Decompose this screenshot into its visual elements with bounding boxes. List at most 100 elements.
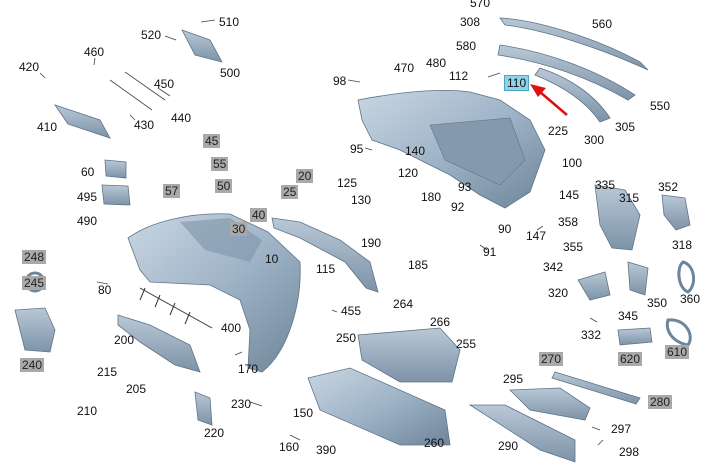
part-label-400[interactable]: 400 (221, 321, 242, 335)
part-label-260[interactable]: 260 (424, 436, 445, 450)
part-label-225[interactable]: 225 (548, 124, 569, 138)
part-label-410[interactable]: 410 (37, 120, 58, 134)
part-label-266[interactable]: 266 (430, 315, 451, 329)
part-label-308[interactable]: 308 (460, 15, 481, 29)
part-label-495[interactable]: 495 (77, 190, 98, 204)
part-label-145[interactable]: 145 (559, 188, 580, 202)
part-bracket-60[interactable] (104, 159, 127, 179)
part-label-298[interactable]: 298 (619, 445, 640, 459)
part-label-205[interactable]: 205 (126, 382, 147, 396)
part-label-510[interactable]: 510 (219, 15, 240, 29)
part-spoiler-560[interactable] (499, 17, 649, 71)
part-label-490[interactable]: 490 (77, 214, 98, 228)
part-label-332[interactable]: 332 (581, 328, 602, 342)
part-label-295[interactable]: 295 (503, 372, 524, 386)
part-label-140[interactable]: 140 (405, 144, 426, 158)
part-spoiler-550[interactable] (497, 44, 636, 101)
part-label-90[interactable]: 90 (498, 222, 512, 236)
part-bracket-620[interactable] (617, 327, 653, 346)
part-label-112[interactable]: 112 (449, 69, 469, 83)
part-label-352[interactable]: 352 (658, 180, 679, 194)
part-label-450[interactable]: 450 (154, 77, 175, 91)
part-label-255[interactable]: 255 (456, 337, 477, 351)
part-label-315[interactable]: 315 (619, 191, 640, 205)
part-label-580[interactable]: 580 (456, 39, 477, 53)
part-label-100[interactable]: 100 (562, 156, 583, 170)
part-label-305[interactable]: 305 (615, 120, 636, 134)
part-label-50[interactable]: 50 (215, 179, 233, 193)
part-label-610[interactable]: 610 (665, 345, 690, 359)
part-label-80[interactable]: 80 (98, 283, 112, 297)
part-bracket-315[interactable] (594, 184, 641, 251)
part-label-560[interactable]: 560 (592, 17, 613, 31)
part-sensor-rods-400[interactable] (139, 287, 213, 329)
part-label-480[interactable]: 480 (426, 56, 447, 70)
part-label-520[interactable]: 520 (141, 28, 162, 42)
part-label-440[interactable]: 440 (171, 111, 192, 125)
part-label-98[interactable]: 98 (333, 74, 347, 88)
part-bracket-495[interactable] (101, 184, 131, 206)
part-label-210[interactable]: 210 (77, 404, 98, 418)
part-label-200[interactable]: 200 (114, 333, 135, 347)
part-label-620[interactable]: 620 (618, 352, 643, 366)
part-bracket-320[interactable] (577, 271, 611, 301)
part-label-130[interactable]: 130 (351, 193, 372, 207)
part-bracket-115[interactable] (271, 217, 379, 293)
part-label-290[interactable]: 290 (498, 439, 519, 453)
part-diffuser-250[interactable] (357, 327, 461, 383)
part-label-150[interactable]: 150 (293, 406, 314, 420)
part-label-147[interactable]: 147 (526, 229, 547, 243)
part-diffuser-290[interactable] (468, 404, 576, 463)
part-label-180[interactable]: 180 (421, 190, 442, 204)
part-diffuser-295[interactable] (509, 387, 591, 421)
part-label-420[interactable]: 420 (19, 60, 40, 74)
part-ring-360[interactable] (677, 260, 696, 294)
part-label-455[interactable]: 455 (341, 304, 362, 318)
part-label-360[interactable]: 360 (680, 292, 701, 306)
part-label-55[interactable]: 55 (211, 157, 229, 171)
part-label-160[interactable]: 160 (279, 440, 300, 454)
part-label-40[interactable]: 40 (250, 208, 268, 222)
part-label-264[interactable]: 264 (393, 297, 414, 311)
part-label-60[interactable]: 60 (81, 165, 95, 179)
part-bracket-220[interactable] (194, 391, 213, 426)
part-label-280[interactable]: 280 (648, 395, 673, 409)
part-label-95[interactable]: 95 (350, 142, 364, 156)
part-label-342[interactable]: 342 (543, 260, 564, 274)
part-label-45[interactable]: 45 (203, 134, 221, 148)
part-label-500[interactable]: 500 (220, 66, 241, 80)
part-label-270[interactable]: 270 (539, 352, 564, 366)
part-label-10[interactable]: 10 (265, 252, 279, 266)
part-lip-300[interactable] (534, 67, 611, 123)
part-rear-bumper-10[interactable] (127, 213, 301, 373)
part-label-355[interactable]: 355 (563, 240, 584, 254)
part-bracket-240[interactable] (14, 307, 56, 353)
part-bracket-352[interactable] (661, 194, 691, 231)
part-diffuser-260[interactable] (307, 367, 451, 446)
part-label-345[interactable]: 345 (618, 309, 639, 323)
part-label-335[interactable]: 335 (595, 178, 616, 192)
part-label-91[interactable]: 91 (483, 245, 497, 259)
part-label-25[interactable]: 25 (281, 185, 299, 199)
part-label-570[interactable]: 570 (470, 0, 491, 10)
part-label-215[interactable]: 215 (97, 365, 118, 379)
part-mount-500[interactable] (181, 29, 223, 63)
part-label-125[interactable]: 125 (337, 176, 358, 190)
part-label-185[interactable]: 185 (408, 258, 429, 272)
part-label-460[interactable]: 460 (84, 45, 105, 59)
part-label-57[interactable]: 57 (163, 184, 181, 198)
part-bracket-410[interactable] (53, 104, 111, 139)
part-label-245[interactable]: 245 (22, 276, 47, 290)
part-label-93[interactable]: 93 (458, 180, 472, 194)
part-label-20[interactable]: 20 (296, 169, 314, 183)
part-label-390[interactable]: 390 (316, 443, 337, 457)
part-label-297[interactable]: 297 (611, 422, 632, 436)
part-label-92[interactable]: 92 (451, 200, 465, 214)
part-label-358[interactable]: 358 (558, 215, 579, 229)
part-strip-270[interactable] (551, 371, 641, 405)
part-label-300[interactable]: 300 (584, 133, 605, 147)
part-label-250[interactable]: 250 (336, 331, 357, 345)
part-label-190[interactable]: 190 (361, 236, 382, 250)
part-label-170[interactable]: 170 (238, 362, 259, 376)
part-label-318[interactable]: 318 (672, 238, 693, 252)
